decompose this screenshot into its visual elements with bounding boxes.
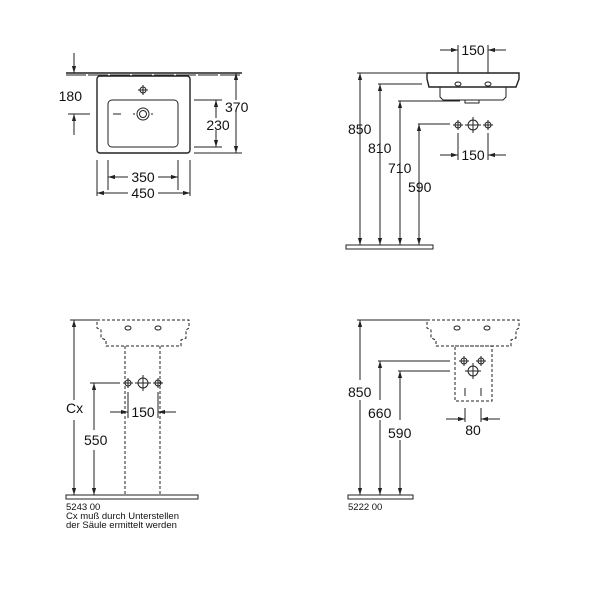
dim-180: 180 bbox=[59, 88, 83, 104]
dim-370: 370 bbox=[225, 99, 249, 115]
waste-pipe-icon bbox=[464, 116, 482, 134]
dim-710: 710 bbox=[388, 160, 412, 176]
side-view: 150 850 810 710 590 150 bbox=[345, 42, 520, 250]
dim-350: 350 bbox=[131, 169, 155, 185]
siphon-cover-dashed bbox=[454, 345, 493, 402]
dim-80: 80 bbox=[465, 422, 481, 438]
basin-dashed bbox=[96, 319, 190, 347]
semi-pedestal-view: 80 850 660 590 5222 00 bbox=[347, 319, 520, 513]
column-dashed bbox=[124, 346, 161, 495]
dim-230: 230 bbox=[206, 117, 230, 133]
dim-660: 660 bbox=[368, 405, 392, 421]
tap-hole-icon bbox=[137, 84, 149, 96]
dim-semi-590: 590 bbox=[388, 425, 412, 441]
top-view: 180 230 370 350 450 bbox=[59, 53, 249, 201]
dim-semi-850: 850 bbox=[348, 384, 372, 400]
basin-dashed bbox=[426, 319, 520, 347]
dim-590: 590 bbox=[408, 179, 432, 195]
dim-810: 810 bbox=[368, 140, 392, 156]
note-line-2: der Säule ermittelt werden bbox=[66, 520, 177, 531]
supply-valve-icon bbox=[482, 119, 494, 131]
basin-side bbox=[426, 72, 520, 88]
dim-pedestal-150: 150 bbox=[131, 404, 155, 420]
floor-line bbox=[345, 244, 434, 250]
floor-line bbox=[347, 494, 414, 500]
article-number: 5222 00 bbox=[348, 502, 382, 513]
dim-supply-150: 150 bbox=[461, 147, 485, 163]
drain-icon bbox=[136, 107, 150, 121]
dim-850: 850 bbox=[348, 121, 372, 137]
dim-top-150: 150 bbox=[461, 42, 485, 58]
basin-outline bbox=[96, 75, 191, 154]
pedestal-view: 150 Cx 550 5243 00 Cx muß durch Unterste… bbox=[65, 319, 199, 531]
supply-valve-icon bbox=[452, 119, 464, 131]
article-number: 5243 00 bbox=[66, 502, 100, 513]
dim-cx: Cx bbox=[66, 400, 83, 416]
floor-line bbox=[65, 494, 199, 500]
basin-bowl bbox=[107, 99, 179, 148]
dim-550: 550 bbox=[84, 432, 108, 448]
dim-450: 450 bbox=[131, 185, 155, 201]
note-line-1: Cx muß durch Unterstellen bbox=[66, 511, 179, 522]
